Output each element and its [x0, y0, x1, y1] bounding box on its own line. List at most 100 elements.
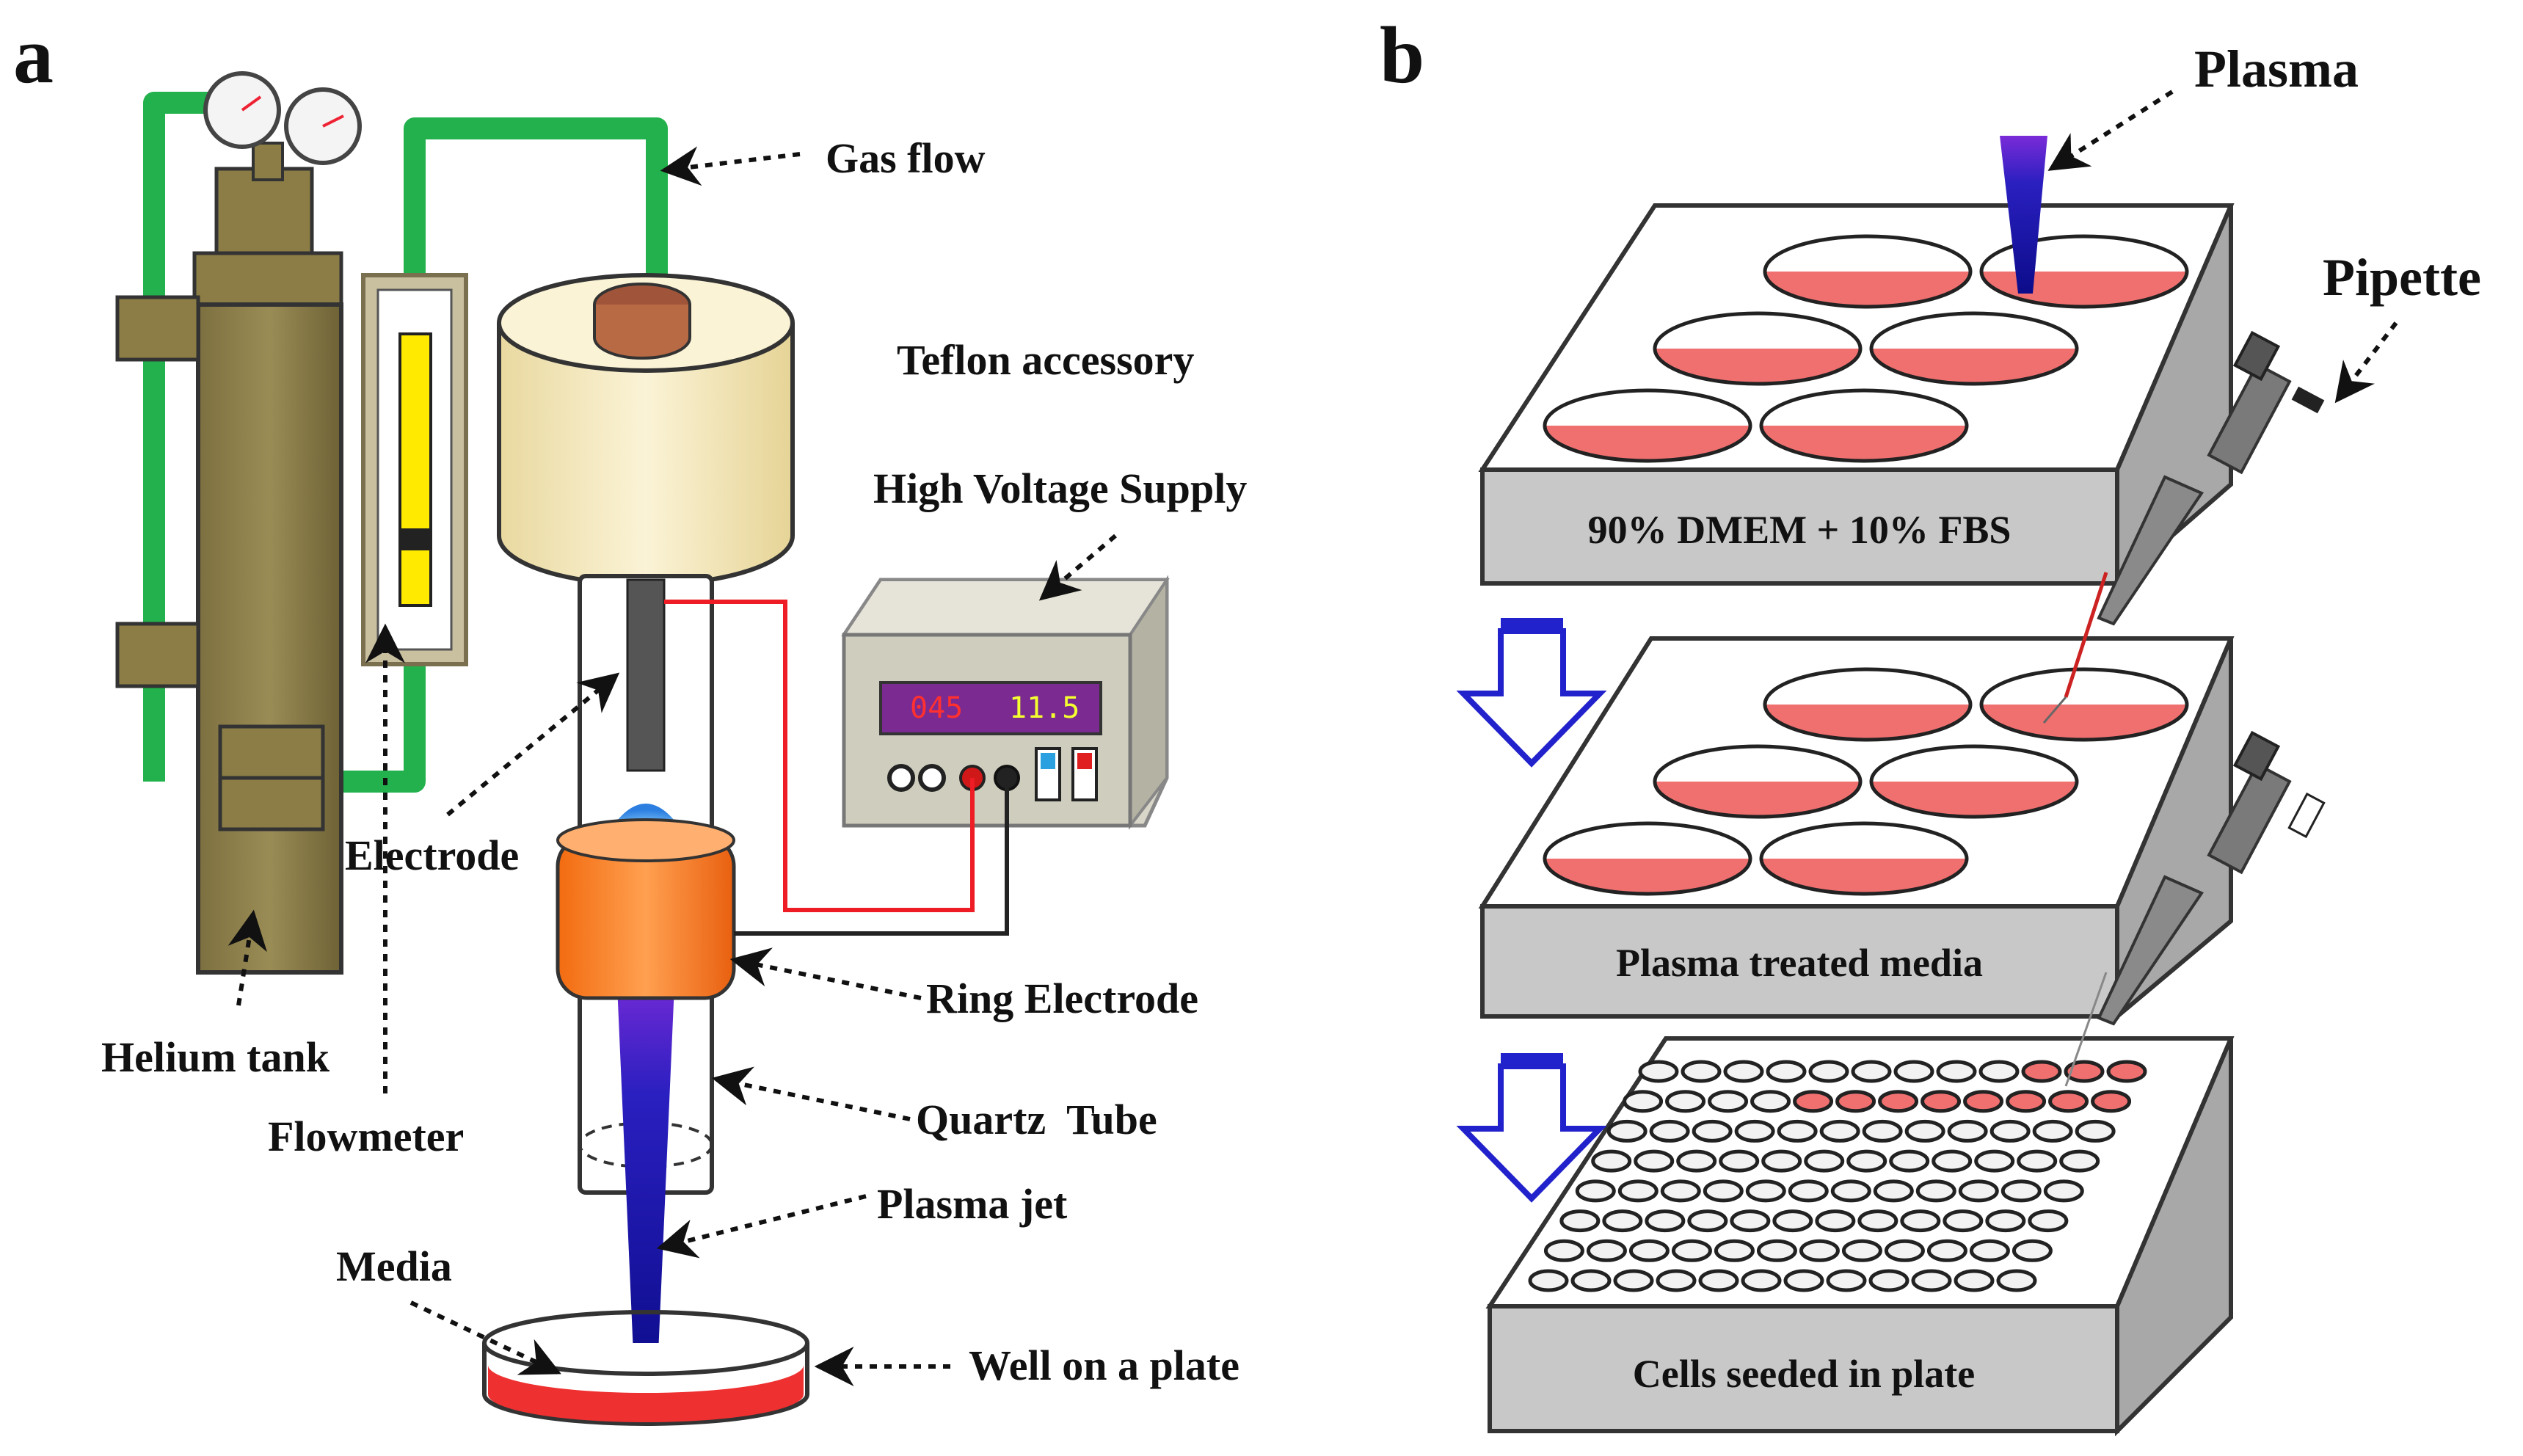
- pointer-arrows-b: [2047, 90, 2398, 404]
- well: [2091, 1090, 2132, 1113]
- well: [2032, 1119, 2073, 1143]
- well: [1878, 1090, 1919, 1113]
- well: [1698, 1269, 1739, 1292]
- pointer-arrows-a: [227, 146, 1117, 1386]
- well: [1741, 1269, 1782, 1292]
- well: [1692, 1119, 1733, 1143]
- well: [1653, 744, 1863, 819]
- well: [1978, 1060, 2020, 1083]
- well: [1734, 1119, 1775, 1143]
- well: [1606, 1119, 1648, 1143]
- electrode-rod: [626, 578, 666, 772]
- plate-1-label: 90% DMEM + 10% FBS: [1588, 508, 2012, 552]
- well: [2021, 1060, 2062, 1083]
- pressure-gauges: [203, 71, 362, 181]
- well: [1602, 1209, 1643, 1233]
- panel-b-letter: b: [1380, 10, 1424, 100]
- well: [1681, 1060, 1722, 1083]
- well: [2048, 1090, 2089, 1113]
- flowmeter: [361, 273, 468, 666]
- well: [1656, 1269, 1697, 1292]
- well: [1763, 667, 1973, 742]
- well: [1665, 1090, 1706, 1113]
- well: [1841, 1239, 1882, 1262]
- well: [1645, 1209, 1686, 1233]
- well: [1893, 1060, 1934, 1083]
- well: [1936, 1060, 1977, 1083]
- well: [1862, 1119, 1903, 1143]
- hv-wires: [664, 600, 1009, 936]
- well: [1947, 1119, 1988, 1143]
- well: [1869, 311, 2079, 386]
- petri-dish: [482, 1310, 809, 1426]
- well: [1826, 1269, 1867, 1292]
- well: [1804, 1149, 1845, 1173]
- well: [1634, 1149, 1675, 1173]
- well: [1708, 1090, 1749, 1113]
- hv-knob-2-icon: [918, 764, 946, 792]
- well: [1687, 1209, 1728, 1233]
- well: [1911, 1269, 1952, 1292]
- well: [1714, 1239, 1755, 1262]
- hv-display: [879, 681, 1102, 735]
- label-ring-electrode: Ring Electrode: [926, 975, 1198, 1022]
- label-gas-flow: Gas flow: [826, 134, 986, 182]
- well: [1660, 1179, 1701, 1203]
- plate-3: Cells seeded in plate: [1485, 1036, 2235, 1437]
- panel-a-letter: a: [13, 10, 54, 100]
- well: [1889, 1149, 1930, 1173]
- well: [1763, 234, 1973, 309]
- step-arrow-2-icon: [1456, 1053, 1607, 1203]
- label-hv-supply: High Voltage Supply: [873, 465, 1247, 512]
- well: [1868, 1269, 1909, 1292]
- teflon-accessory: [497, 273, 795, 587]
- hv-knob-1-icon: [887, 764, 915, 792]
- helium-tank: [115, 167, 343, 975]
- well: [1777, 1119, 1818, 1143]
- panel-a: a: [13, 10, 1247, 1426]
- well: [2006, 1090, 2047, 1113]
- well: [1591, 1149, 1632, 1173]
- step-arrow-1-icon: [1456, 618, 1607, 768]
- well: [1793, 1090, 1834, 1113]
- well: [1969, 1239, 2010, 1262]
- well: [1759, 388, 1969, 463]
- well: [1543, 388, 1752, 463]
- well: [1703, 1179, 1744, 1203]
- well: [2106, 1060, 2147, 1083]
- high-voltage-supply: 045 11.5: [841, 575, 1170, 830]
- hv-display-left: 045: [910, 691, 963, 725]
- well: [1671, 1239, 1712, 1262]
- pipette-2: [2064, 730, 2326, 1087]
- well: [1846, 1149, 1887, 1173]
- well: [1857, 1209, 1898, 1233]
- label-electrode: Electrode: [345, 831, 519, 879]
- well: [1835, 1090, 1876, 1113]
- well: [1904, 1119, 1945, 1143]
- well: [1623, 1090, 1664, 1113]
- well: [1926, 1239, 1967, 1262]
- well: [1628, 1239, 1670, 1262]
- well: [1638, 1060, 1679, 1083]
- well: [1788, 1179, 1829, 1203]
- well: [2028, 1209, 2069, 1233]
- well: [1989, 1119, 2031, 1143]
- well: [1761, 1149, 1802, 1173]
- well: [1613, 1269, 1654, 1292]
- well: [1979, 667, 2189, 742]
- well: [1649, 1119, 1690, 1143]
- well: [1586, 1239, 1627, 1262]
- well: [1575, 1179, 1616, 1203]
- well: [1932, 1149, 1973, 1173]
- well: [2064, 1060, 2105, 1083]
- well: [1819, 1119, 1860, 1143]
- well: [1830, 1179, 1871, 1203]
- label-teflon: Teflon accessory: [897, 336, 1194, 384]
- plate-1-wells: [1543, 234, 2189, 463]
- well: [1759, 821, 1969, 896]
- well: [1900, 1209, 1941, 1233]
- panel-b: b 90% DMEM + 10% FBS Plasma treated medi…: [1380, 10, 2481, 1437]
- label-media: Media: [336, 1242, 452, 1290]
- plate-2: Plasma treated media: [1478, 636, 2235, 1022]
